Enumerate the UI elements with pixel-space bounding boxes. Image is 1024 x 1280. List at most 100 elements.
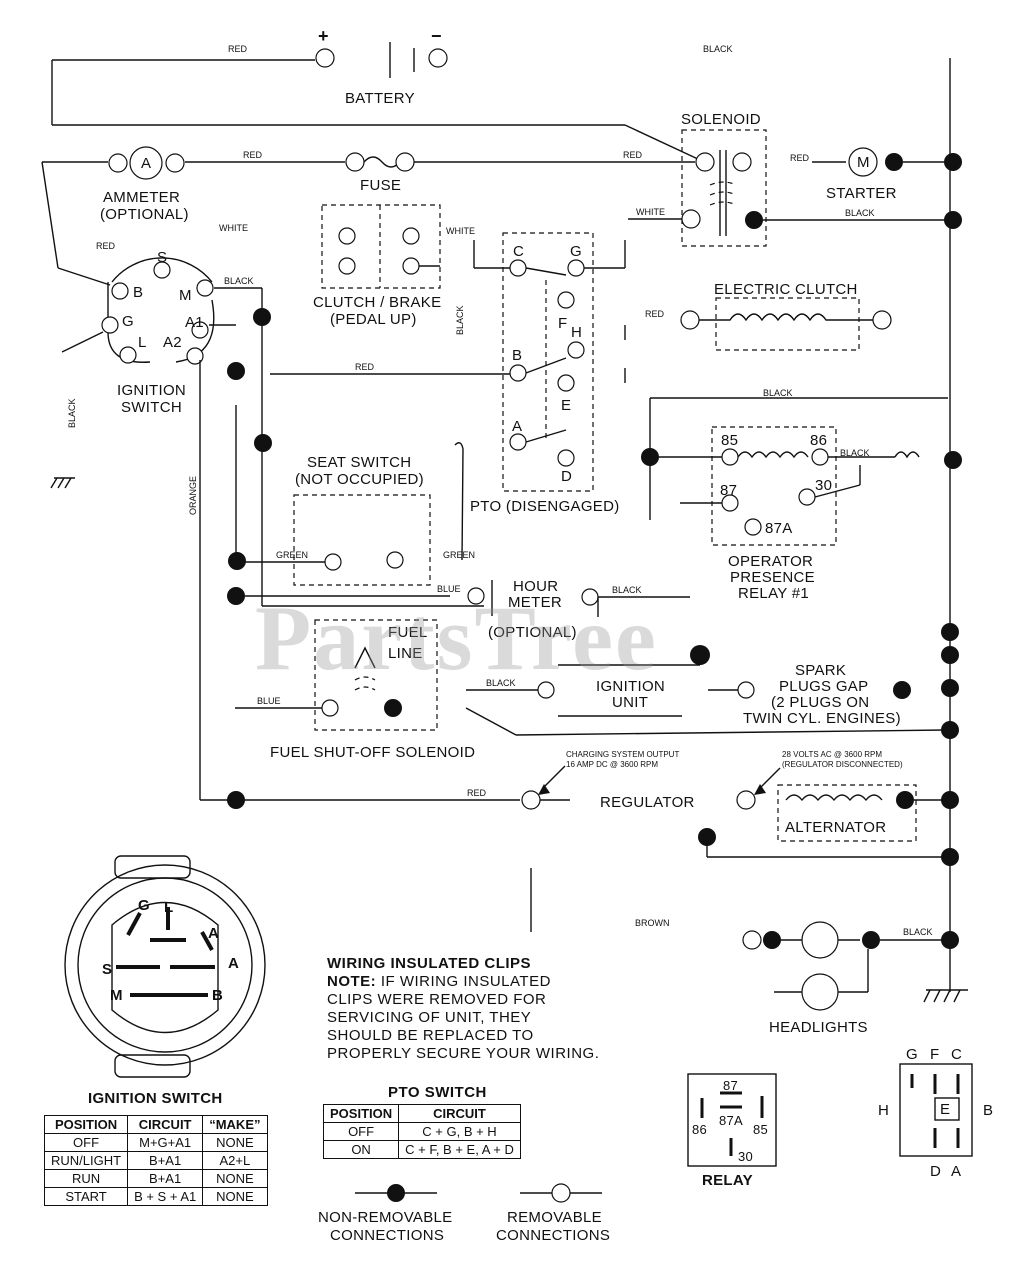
- fuse: FUSE RED: [345, 150, 695, 194]
- svg-text:28 VOLTS AC @ 3600 RPM: 28 VOLTS AC @ 3600 RPM: [782, 750, 882, 759]
- svg-text:RED: RED: [790, 153, 810, 163]
- svg-text:G: G: [570, 243, 582, 260]
- svg-text:E: E: [561, 397, 571, 414]
- hour-meter-label: METER: [508, 594, 562, 611]
- svg-text:B: B: [512, 347, 522, 364]
- svg-text:M: M: [179, 287, 192, 304]
- svg-text:A: A: [228, 955, 239, 972]
- watermark: PartsTree: [255, 587, 658, 689]
- svg-text:B: B: [983, 1102, 993, 1119]
- ignition-unit-label: UNIT: [612, 694, 648, 711]
- starter-label: STARTER: [826, 185, 897, 202]
- svg-text:BLUE: BLUE: [437, 584, 461, 594]
- svg-text:WHITE: WHITE: [446, 226, 475, 236]
- fuse-label: FUSE: [360, 177, 401, 194]
- svg-text:H: H: [571, 324, 582, 341]
- table-row: ON C + F, B + E, A + D: [322, 1140, 521, 1159]
- table-header: CIRCUIT: [127, 1115, 204, 1134]
- svg-text:CHARGING SYSTEM OUTPUT: CHARGING SYSTEM OUTPUT: [566, 750, 679, 759]
- svg-text:RED: RED: [355, 362, 375, 372]
- solenoid-label: SOLENOID: [681, 111, 761, 128]
- svg-text:F: F: [930, 1046, 939, 1063]
- seat-switch-label: (NOT OCCUPIED): [295, 471, 424, 488]
- svg-text:85: 85: [753, 1122, 768, 1137]
- table-row: RUN B+A1 NONE: [43, 1169, 268, 1188]
- svg-text:BLACK: BLACK: [486, 678, 516, 688]
- ground-symbol: [923, 989, 968, 1003]
- svg-text:H: H: [878, 1102, 889, 1119]
- svg-text:RED: RED: [467, 788, 487, 798]
- svg-text:M: M: [110, 987, 123, 1004]
- battery-minus: −: [431, 26, 442, 46]
- hour-meter: HOUR METER (OPTIONAL) BLACK: [467, 578, 690, 641]
- svg-text:C: C: [951, 1046, 962, 1063]
- legend-label: NON-REMOVABLE: [318, 1209, 452, 1226]
- clutch-brake-switch: CLUTCH / BRAKE (PEDAL UP) BLACK: [313, 204, 465, 335]
- ammeter-sub: (OPTIONAL): [100, 206, 189, 223]
- fuel-line-label: FUEL: [388, 624, 428, 641]
- table-header: POSITION: [322, 1104, 400, 1123]
- svg-text:86: 86: [810, 432, 827, 449]
- ignition-switch: S B M G A1 L A2 IGNITION SWITCH RED BLAC…: [50, 223, 262, 800]
- ignition-switch-face: G L A S A M B: [64, 855, 266, 1078]
- note-line: NOTE: IF WIRING INSULATED: [327, 973, 551, 990]
- svg-text:87A: 87A: [765, 520, 793, 537]
- svg-text:BLACK: BLACK: [840, 448, 870, 458]
- note-line: PROPERLY SECURE YOUR WIRING.: [327, 1045, 600, 1062]
- svg-text:87: 87: [720, 482, 737, 499]
- alternator: ALTERNATOR: [698, 784, 945, 858]
- table-row: OFF M+G+A1 NONE: [43, 1133, 268, 1152]
- ground-symbol: [50, 477, 75, 489]
- legend-label: CONNECTIONS: [496, 1227, 610, 1244]
- relay-label: OPERATOR: [728, 553, 813, 570]
- svg-text:30: 30: [815, 477, 832, 494]
- svg-text:WHITE: WHITE: [219, 223, 248, 233]
- svg-text:BLACK: BLACK: [845, 208, 875, 218]
- relay-label: PRESENCE: [730, 569, 815, 586]
- svg-text:L: L: [164, 899, 173, 916]
- electric-clutch-label: ELECTRIC CLUTCH: [714, 281, 858, 298]
- regulator: RED CHARGING SYSTEM OUTPUT 16 AMP DC @ 3…: [200, 750, 903, 932]
- legend: NON-REMOVABLE CONNECTIONS REMOVABLE CONN…: [318, 1183, 610, 1244]
- svg-text:ORANGE: ORANGE: [188, 476, 198, 515]
- clutch-brake-label: (PEDAL UP): [330, 311, 417, 328]
- note-line: SHOULD BE REPLACED TO: [327, 1027, 534, 1044]
- svg-text:D: D: [561, 468, 572, 485]
- svg-text:A: A: [951, 1163, 961, 1180]
- svg-text:87A: 87A: [719, 1113, 743, 1128]
- wire-label: BLACK: [703, 44, 733, 54]
- svg-text:C: C: [513, 243, 524, 260]
- pto-switch: WHITE C G F H B E A D PTO (DISENGAGED) R…: [270, 226, 626, 515]
- svg-text:16 AMP DC @ 3600 RPM: 16 AMP DC @ 3600 RPM: [566, 760, 658, 769]
- svg-text:BROWN: BROWN: [635, 918, 670, 928]
- note-title: WIRING INSULATED CLIPS: [327, 955, 532, 972]
- table-header: “MAKE”: [202, 1115, 268, 1134]
- electric-clutch: ELECTRIC CLUTCH RED: [645, 281, 892, 351]
- svg-text:TWIN CYL. ENGINES): TWIN CYL. ENGINES): [743, 710, 901, 727]
- svg-text:86: 86: [692, 1122, 707, 1137]
- note-line: SERVICING OF UNIT, THEY: [327, 1009, 532, 1026]
- pto-pinout: G F C H E B D A: [878, 1046, 993, 1180]
- seat-switch: SEAT SWITCH (NOT OCCUPIED) GREEN GREEN: [244, 442, 475, 586]
- note-block: WIRING INSULATED CLIPS NOTE: IF WIRING I…: [327, 955, 599, 1063]
- pto-table-title: PTO SWITCH: [388, 1084, 487, 1101]
- svg-text:RED: RED: [96, 241, 116, 251]
- svg-text:A: A: [208, 925, 219, 942]
- ignition-switch-label: IGNITION: [117, 382, 186, 399]
- svg-text:B: B: [212, 987, 223, 1004]
- table-row: START B + S + A1 NONE: [43, 1187, 268, 1206]
- svg-text:RED: RED: [645, 309, 665, 319]
- starter-symbol: M: [857, 154, 870, 171]
- ignition-switch-label: SWITCH: [121, 399, 182, 416]
- ammeter-label: AMMETER: [103, 189, 180, 206]
- solenoid: SOLENOID WHITE BLACK: [628, 111, 945, 247]
- operator-presence-relay: BLACK 85 86 BLACK 87 30 87A OPERATOR PRE…: [641, 388, 948, 602]
- headlights: BROWN BLACK HEADLIGHTS: [635, 918, 945, 1036]
- svg-text:A2: A2: [163, 334, 182, 351]
- svg-text:BLACK: BLACK: [67, 398, 77, 428]
- spark-plugs: SPARK PLUGS GAP (2 PLUGS ON TWIN CYL. EN…: [743, 662, 911, 727]
- hour-meter-label: HOUR: [513, 578, 558, 595]
- svg-text:G: G: [122, 313, 134, 330]
- fuel-shutoff-solenoid: FUEL LINE BLUE FUEL SHUT-OFF SOLENOID: [235, 619, 475, 761]
- ignition-switch-table: POSITION CIRCUIT “MAKE” OFF M+G+A1 NONE …: [43, 1115, 268, 1206]
